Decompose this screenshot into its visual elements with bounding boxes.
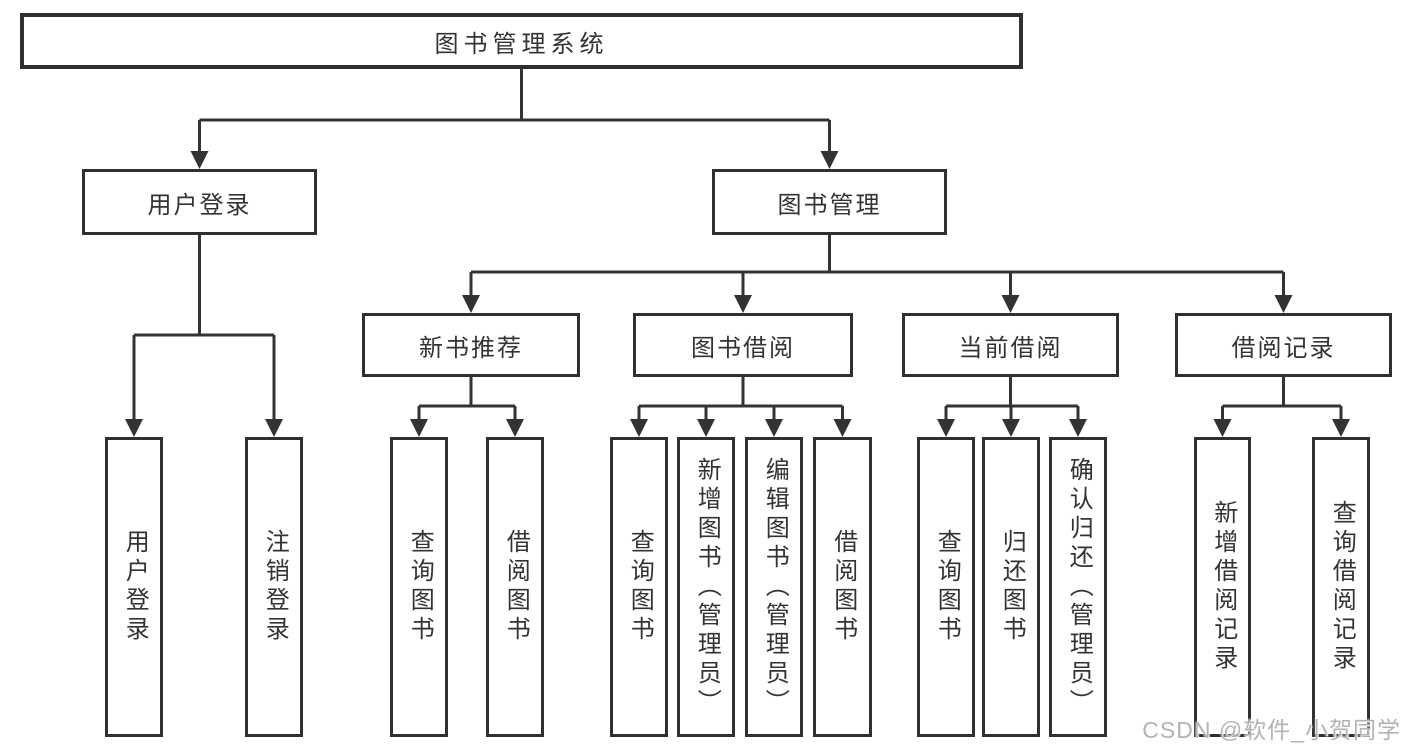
node-new-book-recommend: 新书推荐 bbox=[362, 313, 580, 377]
leaf-logout-label: 注销登录 bbox=[261, 529, 289, 645]
leaf-query-book-current-label: 查询图书 bbox=[933, 529, 961, 645]
node-book-borrow: 图书借阅 bbox=[633, 313, 853, 377]
connector-bookborrow-to-leaves bbox=[637, 377, 844, 419]
leaf-add-borrow-record: 新增借阅记录 bbox=[1194, 437, 1251, 737]
leaf-logout: 注销登录 bbox=[245, 437, 303, 737]
node-root-system: 图书管理系统 bbox=[20, 13, 1023, 69]
leaf-query-borrow-record-label: 查询借阅记录 bbox=[1328, 500, 1356, 674]
leaf-add-book-admin-label: 新增图书（管理员） bbox=[693, 456, 721, 718]
csdn-watermark: CSDN @软件_小贺同学 bbox=[1142, 717, 1401, 743]
node-borrow-records: 借阅记录 bbox=[1175, 313, 1392, 377]
leaf-add-book-admin: 新增图书（管理员） bbox=[677, 437, 735, 737]
leaf-confirm-return-admin-label: 确认归还（管理员） bbox=[1065, 456, 1093, 718]
node-book-borrow-label: 图书借阅 bbox=[691, 334, 795, 362]
node-book-management: 图书管理 bbox=[712, 169, 947, 235]
connector-newbook-to-leaves bbox=[417, 377, 517, 419]
leaf-confirm-return-admin: 确认归还（管理员） bbox=[1049, 437, 1107, 737]
node-borrow-records-label: 借阅记录 bbox=[1231, 334, 1336, 362]
leaf-borrow-book-borrow: 借阅图书 bbox=[813, 437, 872, 737]
leaf-edit-book-admin: 编辑图书（管理员） bbox=[745, 437, 803, 737]
node-book-management-label: 图书管理 bbox=[777, 191, 882, 219]
leaf-query-book-recommend-label: 查询图书 bbox=[406, 529, 434, 645]
leaf-borrow-book-recommend-label: 借阅图书 bbox=[502, 529, 530, 645]
leaf-edit-book-admin-label: 编辑图书（管理员） bbox=[761, 456, 789, 718]
leaf-query-book-recommend: 查询图书 bbox=[390, 437, 448, 737]
node-new-book-recommend-label: 新书推荐 bbox=[419, 334, 523, 362]
leaf-return-book: 归还图书 bbox=[982, 437, 1040, 737]
connector-bookmgmt-to-level3 bbox=[469, 235, 1285, 295]
leaf-user-login-label: 用户登录 bbox=[121, 529, 149, 645]
leaf-return-book-label: 归还图书 bbox=[998, 529, 1026, 645]
connector-root-to-level2 bbox=[198, 69, 831, 152]
leaf-query-book-current: 查询图书 bbox=[917, 437, 975, 737]
connector-currentborrow-to-leaves bbox=[944, 377, 1080, 419]
leaf-borrow-book-borrow-label: 借阅图书 bbox=[829, 529, 857, 645]
leaf-add-borrow-record-label: 新增借阅记录 bbox=[1209, 500, 1237, 674]
arrowheads bbox=[125, 151, 1350, 437]
leaf-query-borrow-record: 查询借阅记录 bbox=[1312, 437, 1370, 737]
leaf-query-book-borrow: 查询图书 bbox=[610, 437, 668, 737]
node-current-borrow-label: 当前借阅 bbox=[958, 334, 1063, 362]
connector-borrowrecords-to-leaves bbox=[1221, 377, 1343, 419]
leaf-query-book-borrow-label: 查询图书 bbox=[626, 529, 654, 645]
node-user-login: 用户登录 bbox=[82, 169, 317, 235]
leaf-borrow-book-recommend: 借阅图书 bbox=[486, 437, 544, 737]
connector-userlogin-to-leaves bbox=[132, 235, 276, 419]
leaf-user-login: 用户登录 bbox=[105, 437, 163, 737]
node-root-system-label: 图书管理系统 bbox=[434, 30, 609, 58]
node-current-borrow: 当前借阅 bbox=[902, 313, 1119, 377]
node-user-login-label: 用户登录 bbox=[147, 191, 252, 219]
